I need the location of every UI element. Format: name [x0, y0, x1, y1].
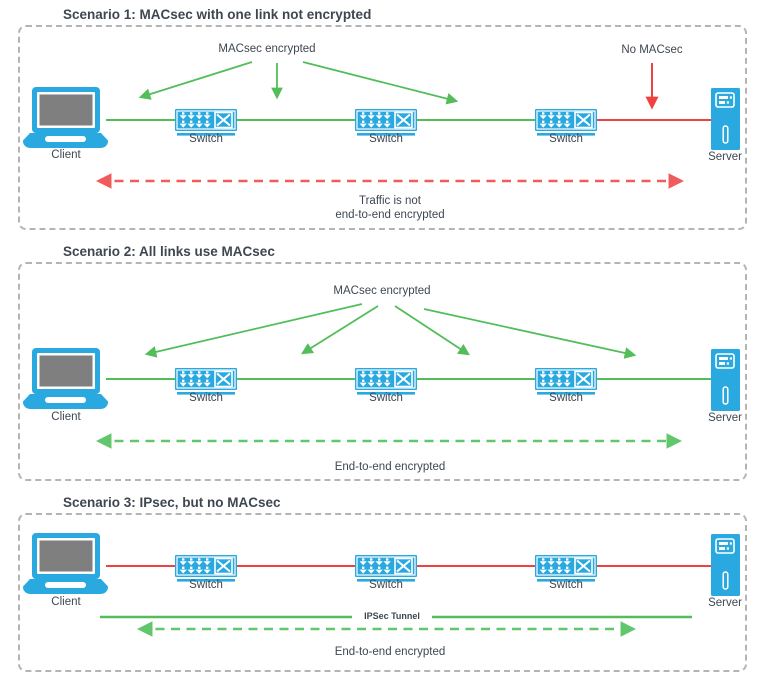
s2-client-laptop-icon	[22, 348, 109, 410]
s2-server-icon	[710, 348, 741, 412]
s2-switch3-label: Switch	[549, 392, 583, 404]
s1-switch1-icon	[174, 108, 238, 137]
scenario3-box	[18, 513, 747, 672]
s3-server-icon	[710, 533, 741, 597]
s1-server-icon	[710, 87, 741, 151]
s2-server-label: Server	[708, 412, 742, 424]
s1-no-macsec-label: No MACsec	[621, 44, 683, 56]
s2-switch2-label: Switch	[369, 392, 403, 404]
s1-macsec-arrow-1	[138, 61, 253, 100]
s3-client-laptop-icon	[22, 533, 109, 594]
scenario3-title: Scenario 3: IPsec, but no MACsec	[58, 495, 286, 510]
s3-switch2-icon	[354, 554, 418, 583]
s1-client-laptop-icon	[22, 87, 109, 149]
s3-switch3-icon	[534, 554, 598, 583]
s3-switch2-label: Switch	[369, 579, 403, 591]
s1-switch2-label: Switch	[369, 133, 403, 145]
s3-client-label: Client	[51, 596, 81, 608]
s2-switch1-icon	[174, 367, 238, 396]
s2-endtoend-note: End-to-end encrypted	[334, 461, 446, 473]
s2-client-label: Client	[51, 411, 81, 423]
s1-macsec-arrow-3	[302, 61, 459, 105]
s1-client-label: Client	[51, 149, 81, 161]
s2-macsec-arrow-2	[301, 305, 379, 355]
s3-switch3-label: Switch	[549, 579, 583, 591]
s1-switch1-label: Switch	[189, 133, 223, 145]
s1-traffic-note-line1: Traffic is not	[359, 195, 421, 207]
scenario2-box	[18, 262, 747, 481]
scenario1-title: Scenario 1: MACsec with one link not enc…	[58, 7, 377, 22]
s3-ipsec-tunnel-label: IPSec Tunnel	[352, 611, 432, 621]
s2-switch1-label: Switch	[189, 392, 223, 404]
s3-switch1-icon	[174, 554, 238, 583]
s2-switch2-icon	[354, 367, 418, 396]
s3-switch1-label: Switch	[189, 579, 223, 591]
scenario1-box	[18, 25, 747, 230]
s1-switch2-icon	[354, 108, 418, 137]
s2-macsec-arrow-4	[423, 308, 637, 359]
s3-endtoend-note: End-to-end encrypted	[334, 646, 446, 658]
scenario2-title: Scenario 2: All links use MACsec	[58, 244, 280, 259]
s2-switch3-icon	[534, 367, 598, 396]
s2-macsec-arrow-3	[394, 305, 470, 356]
s1-traffic-note-line2: end-to-end encrypted	[335, 209, 445, 221]
s1-switch3-label: Switch	[549, 133, 583, 145]
s1-switch3-icon	[534, 108, 598, 137]
s1-server-label: Server	[708, 151, 742, 163]
s1-macsec-encrypted-label: MACsec encrypted	[218, 43, 316, 55]
s3-server-label: Server	[708, 597, 742, 609]
s2-macsec-encrypted-label: MACsec encrypted	[333, 285, 431, 297]
s2-macsec-arrow-1	[144, 303, 363, 358]
s1-traffic-note: Traffic is not end-to-end encrypted	[290, 194, 490, 222]
